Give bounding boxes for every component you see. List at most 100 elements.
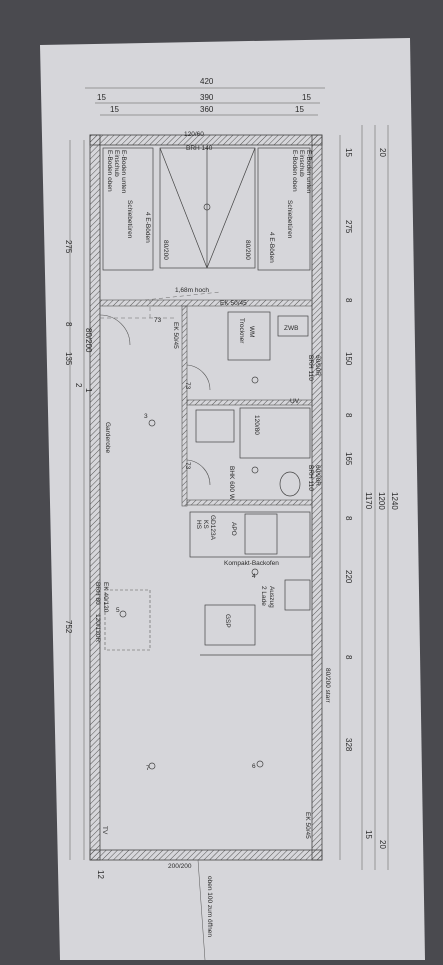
dim-top-3: 390 bbox=[200, 93, 214, 102]
dim-top-5: 15 bbox=[110, 105, 119, 114]
dim-top-4: 15 bbox=[302, 93, 311, 102]
dim-right-8: 220 bbox=[344, 570, 353, 584]
label-garderobe: Garderobe bbox=[104, 422, 111, 453]
dim-outer-4: 1170 bbox=[364, 492, 373, 510]
laundry-boxes bbox=[227, 311, 309, 384]
label-brh-right1: 60/90R bbox=[314, 355, 321, 376]
right-dimensions-inner: 15 275 8 150 8 165 8 220 8 328 15 bbox=[344, 148, 373, 839]
dim-right-6: 165 bbox=[344, 452, 353, 466]
label-ek-mid: EK 50/45 bbox=[172, 322, 179, 349]
label-bunk-right-2: Einschub bbox=[298, 150, 305, 177]
dim-left-8: 12 bbox=[96, 870, 105, 879]
label-bunk-left-2: Einschub bbox=[113, 150, 120, 177]
dimension-lines bbox=[69, 87, 389, 961]
label-trockner: Trockner bbox=[238, 318, 245, 344]
label-door-right: 80/200 bbox=[244, 240, 251, 260]
label-backofen: Kompakt-Backofen bbox=[224, 560, 279, 567]
dim-right-7: 8 bbox=[344, 516, 353, 521]
dim-right-3: 8 bbox=[344, 298, 353, 303]
dim-right-2: 275 bbox=[344, 220, 353, 234]
dining-table bbox=[104, 589, 151, 651]
dim-outer-2: 1240 bbox=[390, 492, 399, 510]
label-shower: 120/80 bbox=[253, 415, 260, 435]
label-zwb: ZWB bbox=[284, 325, 298, 332]
label-73a: 73 bbox=[154, 317, 162, 324]
label-5: 5 bbox=[116, 607, 120, 614]
label-7: 7 bbox=[146, 765, 150, 772]
label-uv: UV bbox=[290, 398, 300, 405]
label-brh-right2: BRH 110 bbox=[307, 355, 314, 381]
bunk-outlines bbox=[102, 147, 311, 271]
dim-right-10: 328 bbox=[344, 738, 353, 752]
dim-top-2: 15 bbox=[97, 93, 106, 102]
label-wm: WM bbox=[248, 326, 255, 338]
label-gd: GD123A bbox=[209, 515, 216, 541]
label-4: 4 bbox=[252, 573, 256, 580]
dim-left-5: 752 bbox=[64, 620, 73, 634]
label-73b: 73 bbox=[184, 382, 191, 390]
room-labels: 120/60 BRH 140 E-Boden oben Einschub E-B… bbox=[94, 131, 331, 937]
dim-right-1: 15 bbox=[344, 148, 353, 157]
dim-left-6: 2 bbox=[74, 383, 83, 388]
label-bunk-left-5: 4 E-Böden bbox=[144, 212, 151, 243]
dim-right-5: 8 bbox=[344, 413, 353, 418]
label-door-left: 80/200 bbox=[162, 240, 169, 260]
bathroom-fixtures bbox=[195, 407, 311, 497]
label-win-bottom: 200/200 bbox=[168, 863, 192, 870]
label-brh-right4: BRH 110 bbox=[307, 465, 314, 491]
dim-right-4: 150 bbox=[344, 352, 353, 366]
dashed-guides bbox=[100, 291, 221, 319]
dim-outer-3: 1200 bbox=[377, 492, 386, 510]
label-window-top: 120/60 bbox=[184, 131, 204, 138]
top-dimensions: 420 15 390 15 15 360 15 bbox=[97, 77, 311, 114]
door-swings bbox=[99, 314, 211, 486]
label-6: 6 bbox=[252, 763, 256, 770]
dim-left-3: 135 bbox=[64, 352, 73, 366]
label-tv: TV bbox=[101, 826, 108, 835]
dim-outer-1: 20 bbox=[378, 148, 387, 157]
label-bunk-right-4: Schiebetüren bbox=[286, 200, 293, 239]
label-ks: KS bbox=[202, 520, 209, 529]
kitchen-fixtures bbox=[189, 511, 312, 656]
label-bunk-right-3: E-Boden unten bbox=[305, 150, 312, 194]
label-bunk-right-1: E-Boden oben bbox=[291, 150, 298, 192]
label-auszug: Auszug bbox=[268, 586, 275, 608]
label-bunk-left-1: E-Boden oben bbox=[106, 150, 113, 192]
label-bunk-right-5: 4 E-Böden bbox=[268, 232, 275, 263]
dim-outer-5: 20 bbox=[378, 840, 387, 849]
label-gsp: GSP bbox=[224, 614, 231, 628]
label-3: 3 bbox=[144, 413, 148, 420]
label-brh-top: BRH 140 bbox=[186, 145, 213, 152]
label-brh-80: BRH 80 bbox=[94, 582, 101, 605]
dim-top-6: 360 bbox=[200, 105, 214, 114]
label-height-note: 1,68m hoch bbox=[175, 287, 209, 294]
label-ek-bottom: EK 50/45 bbox=[304, 812, 311, 839]
dim-right-9: 8 bbox=[344, 655, 353, 660]
label-bottom-note: oben 100 zum öffnen bbox=[206, 876, 213, 937]
dim-top-7: 15 bbox=[295, 105, 304, 114]
dim-left-7: 1 bbox=[84, 388, 93, 393]
label-bunk-left-3: E-Boden unten bbox=[120, 150, 127, 194]
right-dimensions-outer: 20 1240 1200 1170 20 bbox=[364, 148, 399, 849]
label-door-starr: 80/200 starr bbox=[324, 668, 331, 704]
label-brh-right3: 60/90R bbox=[314, 465, 321, 486]
paper bbox=[40, 38, 425, 960]
label-lade: 2 Lade bbox=[260, 586, 267, 606]
dim-left-1: 275 bbox=[64, 240, 73, 254]
label-hs: HS bbox=[195, 520, 202, 530]
dim-left-2: 8 bbox=[64, 322, 73, 327]
label-win-120: 120/120R bbox=[94, 614, 101, 642]
label-apo: APO bbox=[230, 522, 237, 536]
label-ek-top: EK 50/45 bbox=[220, 300, 247, 307]
dim-left-4: 80/200 bbox=[84, 328, 93, 353]
outer-walls bbox=[89, 134, 323, 861]
dim-right-11: 15 bbox=[364, 830, 373, 839]
label-73c: 73 bbox=[184, 462, 191, 470]
ceiling-lights bbox=[119, 419, 264, 770]
label-bhk: BHK 600 W bbox=[228, 466, 235, 501]
label-ek-40: EK 40/120 bbox=[102, 582, 109, 613]
dim-top-1: 420 bbox=[200, 77, 214, 86]
label-bunk-left-4: Schiebetüren bbox=[126, 200, 133, 239]
